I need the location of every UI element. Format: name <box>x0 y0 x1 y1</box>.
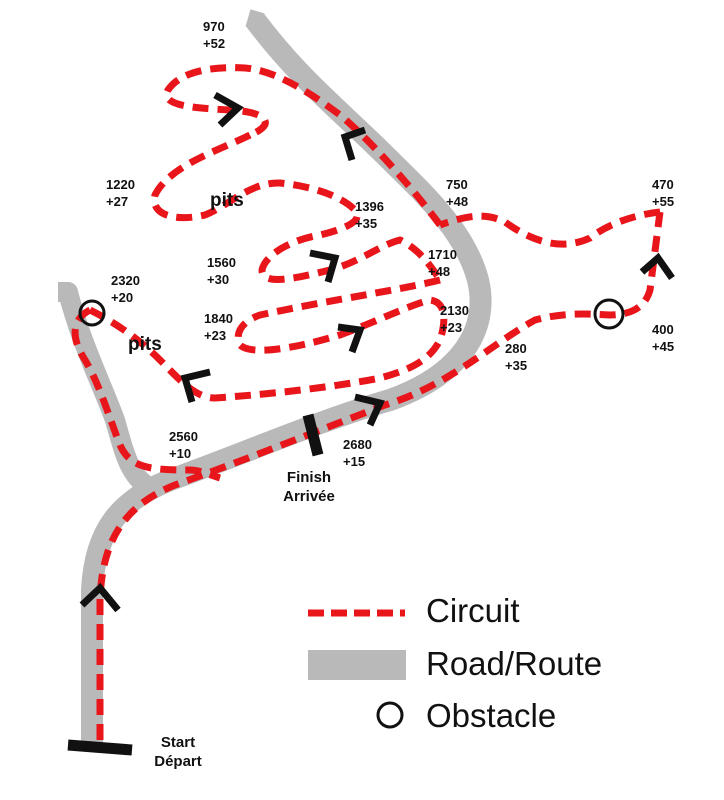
obstacles <box>78 298 625 330</box>
legend-obstacle-label: Obstacle <box>426 697 557 734</box>
direction-arrow-icon <box>340 126 367 162</box>
start-line-marker <box>67 739 133 756</box>
legend-road-swatch <box>308 650 406 680</box>
waypoint-label-1840: 1840 +23 <box>204 310 233 344</box>
waypoint-delta: +35 <box>355 216 378 231</box>
pits-label-lower: pits <box>128 334 162 355</box>
waypoint-distance: 1560 <box>207 255 236 270</box>
waypoint-label-2130: 2130 +23 <box>440 302 469 336</box>
waypoint-delta: +30 <box>207 272 230 287</box>
waypoint-distance: 1220 <box>106 177 135 192</box>
direction-arrow-icon <box>337 323 365 354</box>
pits-label-upper: pits <box>210 190 244 211</box>
start-label-en: Start <box>160 734 196 751</box>
waypoint-label-2680: 2680 +15 <box>343 436 372 470</box>
waypoint-delta: +35 <box>505 358 528 373</box>
legend-circuit-label: Circuit <box>426 592 520 629</box>
waypoint-delta: +23 <box>204 328 227 343</box>
waypoint-label-400: 400+45 <box>652 321 674 355</box>
waypoint-distance: 400 <box>652 322 674 337</box>
direction-arrow-icon <box>354 393 385 427</box>
waypoint-distance: 1396 <box>355 199 384 214</box>
legend-obstacle-swatch <box>376 701 404 729</box>
waypoint-distance: 2680 <box>343 437 372 452</box>
waypoint-distance: 1840 <box>204 311 233 326</box>
obstacle-marker-2320 <box>78 299 106 327</box>
waypoint-delta: +55 <box>652 194 675 209</box>
waypoint-distance: 2320 <box>111 273 140 288</box>
finish-line-marker <box>302 413 324 457</box>
waypoint-delta: +48 <box>446 194 469 209</box>
waypoint-label-1710: 1710 +48 <box>428 246 457 280</box>
circuit-route <box>71 64 664 740</box>
direction-arrows <box>79 91 675 613</box>
legend-graphics <box>308 609 406 729</box>
waypoint-delta: +45 <box>652 339 675 354</box>
start-label-fr: Départ <box>154 753 202 770</box>
waypoint-delta: +23 <box>440 320 463 335</box>
direction-arrow-icon <box>79 582 121 613</box>
waypoint-distance: 970 <box>203 19 225 34</box>
road-west-branch <box>58 282 160 500</box>
waypoint-label-2560: 2560 +10 <box>169 428 198 462</box>
waypoint-distance: 470 <box>652 177 674 192</box>
road-top-end <box>245 9 265 31</box>
waypoint-delta: +10 <box>169 446 192 461</box>
waypoint-label-470: 470+55 <box>652 176 674 210</box>
waypoint-delta: +52 <box>203 36 226 51</box>
waypoint-distance: 1710 <box>428 247 457 262</box>
waypoint-distance: 2130 <box>440 303 469 318</box>
waypoint-label-1396: 1396 +35 <box>355 198 384 232</box>
direction-arrow-icon <box>180 368 211 403</box>
waypoint-delta: +27 <box>106 194 129 209</box>
waypoint-label-750: 750+48 <box>446 176 468 210</box>
waypoint-distance: 750 <box>446 177 468 192</box>
waypoint-label-1560: 1560 +30 <box>207 254 236 288</box>
finish-label-fr: Arrivée <box>283 488 335 505</box>
road-network <box>58 9 492 745</box>
waypoint-label-970: 970+52 <box>203 18 225 52</box>
direction-arrow-icon <box>309 249 340 283</box>
obstacle-marker-400 <box>593 298 625 330</box>
direction-arrow-icon <box>639 252 675 281</box>
road-main <box>81 13 492 745</box>
waypoint-delta: +20 <box>111 290 134 305</box>
waypoint-distance: 2560 <box>169 429 198 444</box>
waypoint-label-2320: 2320 +20 <box>111 272 140 306</box>
waypoint-label-1220: 1220 +27 <box>106 176 135 210</box>
legend-road-label: Road/Route <box>426 645 603 682</box>
waypoint-distance: 280 <box>505 341 527 356</box>
waypoint-label-280: 280+35 <box>505 340 527 374</box>
waypoint-delta: +48 <box>428 264 451 279</box>
direction-arrow-icon <box>213 91 244 128</box>
waypoint-delta: +15 <box>343 454 366 469</box>
finish-label-en: Finish <box>286 469 332 486</box>
